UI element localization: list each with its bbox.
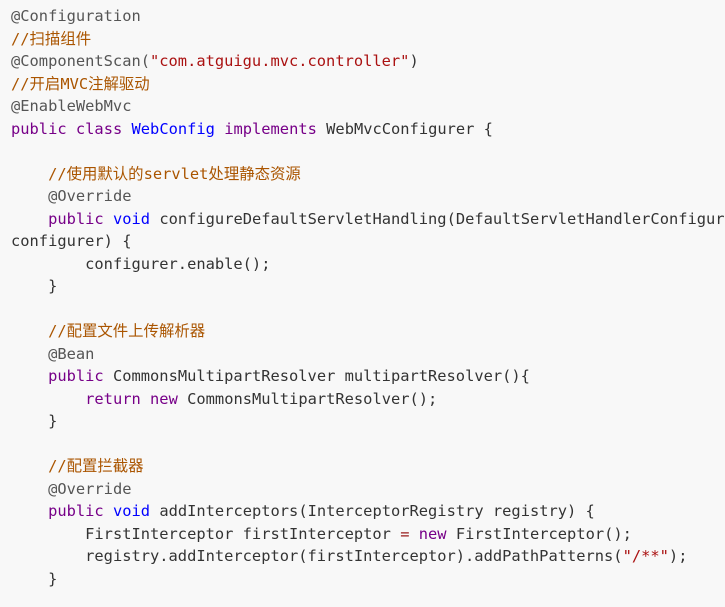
code-line: registry.addInterceptor(firstInterceptor… <box>11 545 725 568</box>
code-text: } <box>48 569 58 588</box>
code-line-blank <box>11 298 725 321</box>
code-text: registry.addInterceptor(firstInterceptor… <box>85 547 623 565</box>
code-line: } <box>11 410 725 433</box>
code-text: CommonsMultipartResolver(); <box>187 389 438 408</box>
annotation-token: @Configuration <box>11 7 141 25</box>
keyword-token: public <box>11 119 67 138</box>
code-line: //使用默认的servlet处理静态资源 <box>11 163 725 186</box>
keyword-token: new <box>150 389 178 408</box>
code-text: } <box>48 412 58 430</box>
interface-token: WebMvcConfigurer { <box>326 119 493 138</box>
method-signature: CommonsMultipartResolver multipartResolv… <box>112 367 530 385</box>
code-line: } <box>11 568 725 591</box>
annotation-token: @Override <box>48 187 132 205</box>
keyword-token: return <box>85 389 141 408</box>
annotation-token: @Bean <box>48 344 95 363</box>
code-text: FirstInterceptor(); <box>455 524 632 543</box>
code-line: public class WebConfig implements WebMvc… <box>11 118 725 141</box>
annotation-token: @Override <box>48 479 132 498</box>
code-text: configurer.enable(); <box>85 254 271 273</box>
code-line: return new CommonsMultipartResolver(); <box>11 388 725 411</box>
keyword-token: implements <box>224 119 317 138</box>
code-line: public void addInterceptors(InterceptorR… <box>11 500 725 523</box>
type-token: void <box>112 502 151 520</box>
keyword-token: public <box>48 367 104 385</box>
type-token: void <box>112 209 151 228</box>
code-line: @Configuration <box>11 5 725 28</box>
code-line: @EnableWebMvc <box>11 95 725 118</box>
keyword-token: class <box>75 119 123 138</box>
code-line: @Bean <box>11 343 725 366</box>
method-signature: configureDefaultServletHandling(DefaultS… <box>159 209 725 228</box>
code-line-blank <box>11 140 725 163</box>
code-line: configurer.enable(); <box>11 253 725 276</box>
comment-token: //扫描组件 <box>11 29 92 48</box>
method-signature: addInterceptors(InterceptorRegistry regi… <box>159 502 595 520</box>
code-line-blank <box>11 433 725 456</box>
code-line: //开启MVC注解驱动 <box>11 73 725 96</box>
keyword-token: new <box>418 524 447 543</box>
code-line: //配置文件上传解析器 <box>11 320 725 343</box>
punctuation-token: ) <box>409 52 419 70</box>
code-line: public CommonsMultipartResolver multipar… <box>11 365 725 388</box>
code-line: @Override <box>11 478 725 501</box>
code-line: public void configureDefaultServletHandl… <box>11 208 725 231</box>
code-text: FirstInterceptor firstInterceptor <box>85 524 391 543</box>
comment-token: //开启MVC注解驱动 <box>11 74 150 93</box>
string-token: "com.atguigu.mvc.controller" <box>150 52 410 70</box>
annotation-token: @EnableWebMvc <box>11 97 132 115</box>
code-text: configurer) { <box>11 232 132 250</box>
comment-token: //配置拦截器 <box>48 457 144 475</box>
keyword-token: public <box>48 209 104 228</box>
keyword-token: public <box>48 502 104 520</box>
string-token: "/**" <box>622 547 669 565</box>
code-line: FirstInterceptor firstInterceptor = new … <box>11 523 725 546</box>
code-text: } <box>48 277 58 295</box>
operator-token: = <box>400 524 410 543</box>
class-name-token: WebConfig <box>131 119 215 138</box>
comment-token: //使用默认的servlet处理静态资源 <box>48 164 301 183</box>
code-line: @ComponentScan("com.atguigu.mvc.controll… <box>11 50 725 73</box>
code-text: ); <box>668 547 688 565</box>
code-line: //扫描组件 <box>11 28 725 51</box>
code-line: configurer) { <box>11 230 725 253</box>
code-line: @Override <box>11 185 725 208</box>
comment-token: //配置文件上传解析器 <box>48 322 206 340</box>
annotation-token: @ComponentScan( <box>11 52 150 70</box>
code-line: } <box>11 275 725 298</box>
code-line: //配置拦截器 <box>11 455 725 478</box>
